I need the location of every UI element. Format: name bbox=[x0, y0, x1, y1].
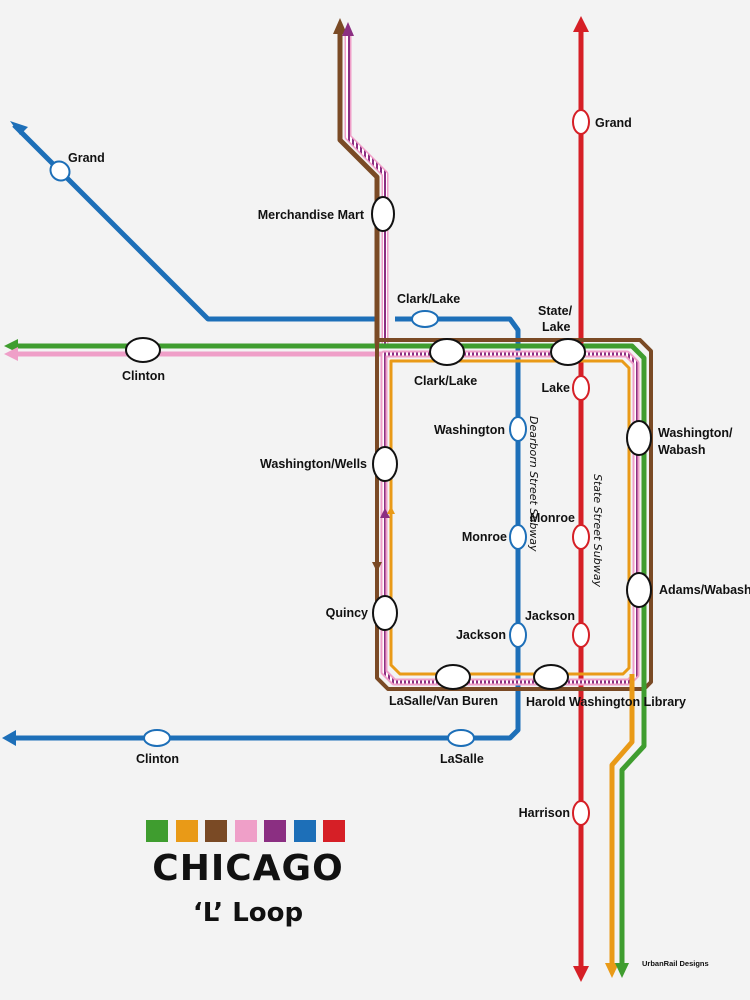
label-adams-wabash: Adams/Wabash bbox=[659, 583, 750, 597]
swatch-purple-line bbox=[264, 820, 286, 842]
station-washington-wells[interactable] bbox=[372, 446, 398, 482]
label-washington-blue: Washington bbox=[434, 423, 505, 437]
brown-line-north bbox=[337, 30, 389, 345]
station-clark-lake-blue[interactable] bbox=[411, 310, 439, 328]
map-subtitle: ‘L’ Loop bbox=[192, 898, 304, 928]
station-grand-red[interactable] bbox=[572, 109, 590, 135]
label-clinton-blue: Clinton bbox=[136, 752, 179, 766]
station-lake-red[interactable] bbox=[572, 375, 590, 401]
label-lake-red: Lake bbox=[542, 381, 571, 395]
label-washington-wabash-2: Wabash bbox=[658, 443, 705, 457]
swatch-orange-line bbox=[175, 820, 198, 842]
label-merchandise-mart: Merchandise Mart bbox=[258, 208, 365, 222]
swatch-green-line bbox=[146, 820, 168, 842]
swatch-pink-line bbox=[234, 820, 257, 842]
label-grand-blue: Grand bbox=[68, 151, 105, 165]
red-line-arrow-south bbox=[573, 966, 589, 982]
station-adams-wabash[interactable] bbox=[626, 572, 652, 608]
station-lasalle-van-buren[interactable] bbox=[435, 664, 471, 690]
swatch-blue-line bbox=[293, 820, 316, 842]
station-clinton-blue[interactable] bbox=[143, 729, 171, 747]
brown-line-arrow-north bbox=[333, 18, 347, 34]
label-quincy: Quincy bbox=[326, 606, 368, 620]
label-clark-lake-loop: Clark/Lake bbox=[414, 374, 477, 388]
label-monroe-blue: Monroe bbox=[462, 530, 507, 544]
station-washington-blue[interactable] bbox=[509, 416, 527, 442]
green-line-south bbox=[619, 690, 647, 968]
station-quincy[interactable] bbox=[372, 595, 398, 631]
station-merchandise-mart[interactable] bbox=[371, 196, 395, 232]
label-grand-red: Grand bbox=[595, 116, 632, 130]
label-lasalle-blue: LaSalle bbox=[440, 752, 484, 766]
label-washington-wabash-1: Washington/ bbox=[658, 426, 733, 440]
label-monroe-red: Monroe bbox=[530, 511, 575, 525]
label-clark-lake-blue: Clark/Lake bbox=[397, 292, 460, 306]
purple-direction-arrow bbox=[380, 508, 390, 518]
orange-line-arrow-south bbox=[605, 963, 619, 978]
pink-line-arrow-west bbox=[4, 347, 18, 361]
map-title: CHICAGO bbox=[152, 848, 344, 889]
orange-line-south bbox=[609, 674, 635, 968]
blue-line bbox=[10, 123, 521, 741]
label-harrison: Harrison bbox=[519, 806, 570, 820]
label-lasalle-van-buren: LaSalle/Van Buren bbox=[389, 694, 498, 708]
blue-line-arrow-west bbox=[2, 730, 16, 746]
label-clinton-green: Clinton bbox=[122, 369, 165, 383]
station-labels: Grand Grand Merchandise Mart Clark/Lake … bbox=[68, 116, 750, 820]
station-grand-blue[interactable] bbox=[47, 158, 74, 185]
green-line-arrow-south bbox=[615, 963, 629, 978]
station-monroe-blue[interactable] bbox=[509, 524, 527, 550]
label-jackson-red: Jackson bbox=[525, 609, 575, 623]
station-jackson-blue[interactable] bbox=[509, 622, 527, 648]
swatch-brown-line bbox=[205, 820, 227, 842]
purple-line-arrow-north bbox=[342, 22, 354, 36]
station-harrison[interactable] bbox=[572, 800, 590, 826]
station-clark-lake-loop[interactable] bbox=[429, 338, 465, 366]
station-markers bbox=[47, 109, 652, 826]
credit-text: UrbanRail Designs bbox=[642, 959, 709, 968]
label-washington-wells: Washington/Wells bbox=[260, 457, 367, 471]
label-dearborn-subway: Dearborn Street Subway bbox=[527, 416, 540, 552]
label-state-lake-1: State/ bbox=[538, 304, 573, 318]
station-state-lake[interactable] bbox=[550, 338, 586, 366]
blue-line-arrow-nw bbox=[10, 121, 28, 135]
station-washington-wabash[interactable] bbox=[626, 420, 652, 456]
station-lasalle-blue[interactable] bbox=[447, 729, 475, 747]
label-harold-washington-library: Harold Washington Library bbox=[526, 695, 686, 709]
label-state-lake-2: Lake bbox=[542, 320, 571, 334]
red-line-arrow-north bbox=[573, 16, 589, 32]
label-jackson-blue: Jackson bbox=[456, 628, 506, 642]
station-clinton-green[interactable] bbox=[125, 337, 161, 363]
station-jackson-red[interactable] bbox=[572, 622, 590, 648]
station-monroe-red[interactable] bbox=[572, 524, 590, 550]
station-harold-washington-library[interactable] bbox=[533, 664, 569, 690]
orange-direction-arrow bbox=[387, 506, 395, 514]
label-state-subway: State Street Subway bbox=[591, 474, 604, 587]
swatch-red-line bbox=[323, 820, 345, 842]
brown-direction-arrow bbox=[372, 562, 382, 572]
